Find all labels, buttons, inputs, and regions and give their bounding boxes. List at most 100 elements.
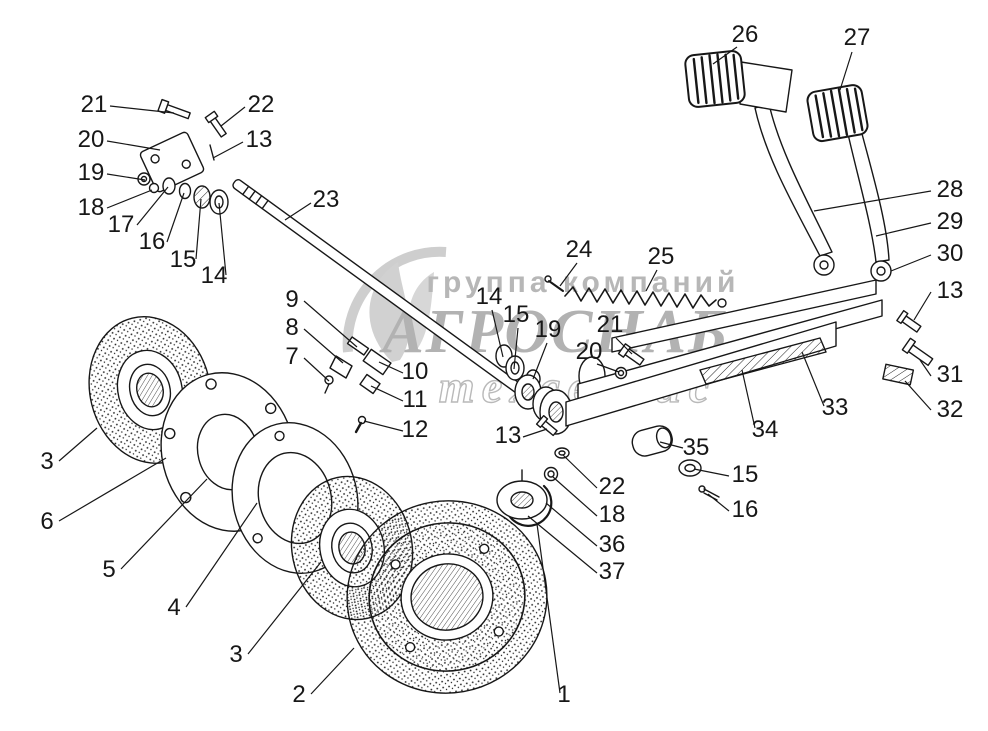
pin-7 [324,375,334,385]
callout-label: 10 [402,358,429,385]
leader-line [106,173,146,181]
arm-ball-30b [870,260,892,282]
callout-label: 19 [535,316,562,343]
leader-line [615,337,633,355]
bushing-35 [631,425,673,457]
washer-18 [148,182,160,194]
callout-label: 15 [732,461,759,488]
leader-line [106,140,161,151]
leader-line [562,454,598,489]
callout-label: 3 [229,641,242,668]
leader-line [303,328,344,364]
nut-18-mid [543,466,559,482]
callout-label: 8 [285,314,298,341]
callout-label: 30 [937,240,964,267]
leader-line [545,502,598,547]
callout-label: 3 [40,448,53,475]
bolt-21-mid [617,343,645,366]
brake-drum [346,500,548,694]
callout-labels: 21 20 19 18 17 16 15 14 22 13 23 26 27 2… [40,21,963,708]
washer-14 [209,189,229,215]
callout-label: 19 [78,159,105,186]
leader-line [890,254,932,272]
callout-label: 2 [292,681,305,708]
leader-line [370,385,404,402]
washer-22-mid [554,447,570,459]
callout-label: 18 [599,501,626,528]
cotter-pin-16 [698,485,720,501]
leader-line [536,523,561,694]
callout-label: 4 [167,594,180,621]
callout-label: 28 [937,176,964,203]
bushing-15 [193,185,211,209]
callout-label: 13 [246,126,273,153]
pedal-pad-27 [806,84,869,143]
callout-label: 20 [78,126,105,153]
leader-line [120,478,208,570]
washer-15-right [678,459,702,477]
callout-label: 11 [403,386,428,413]
arm-ball-30a [813,254,835,276]
callout-label: 16 [732,496,759,523]
leader-line [58,427,98,462]
callout-label: 5 [102,556,115,583]
callout-label: 22 [248,91,275,118]
pedal-arm-right [847,129,890,263]
callout-label: 15 [170,246,197,273]
leader-line [166,192,185,243]
pedal-pad-26 [684,50,746,108]
leader-line [491,309,504,358]
leader-line [532,342,548,380]
callout-label: 13 [937,277,964,304]
bolt-31 [901,337,934,367]
callout-label: 23 [313,186,340,213]
diagram-artwork [88,50,934,694]
callout-label: 22 [599,473,626,500]
leader-line [303,300,358,348]
nut-20-mid [614,366,628,380]
pedal-levers [565,279,883,427]
link-11 [359,373,381,395]
callout-label: 13 [495,422,522,449]
callout-label: 36 [599,531,626,558]
callout-label: 31 [937,361,964,388]
leader-line [527,515,598,574]
callout-label: 14 [201,262,228,289]
leader-line [220,106,246,127]
leader-line [106,189,153,209]
leader-line [109,105,175,114]
leader-line [839,51,853,91]
callout-label: 34 [752,416,779,443]
leader-line [919,359,932,377]
leader-line [522,428,548,438]
clevis-8 [329,355,353,379]
leader-lines [58,46,932,695]
callout-label: 21 [81,91,108,118]
leader-line [813,190,932,212]
callout-label: 9 [285,286,298,313]
leader-line [801,351,825,407]
callout-label: 12 [402,416,429,443]
leader-line [904,380,932,411]
leader-line [195,198,202,260]
callout-label: 33 [822,394,849,421]
callout-label: 27 [844,24,871,51]
leader-line [596,363,620,373]
bolt-13-right [896,309,922,333]
spring-rod-24 [548,280,564,292]
leader-line [645,269,658,292]
leader-line [136,186,169,226]
callout-label: 21 [597,311,624,338]
leader-line [741,369,756,429]
callout-label: 25 [648,243,675,270]
callout-label: 16 [139,228,166,255]
leader-line [659,441,684,449]
callout-label: 18 [78,194,105,221]
callout-label: 29 [937,208,964,235]
leader-line [559,262,578,287]
bolt-21 [157,98,191,120]
fork-bolt-9 [346,336,370,356]
callout-label: 24 [566,236,593,263]
